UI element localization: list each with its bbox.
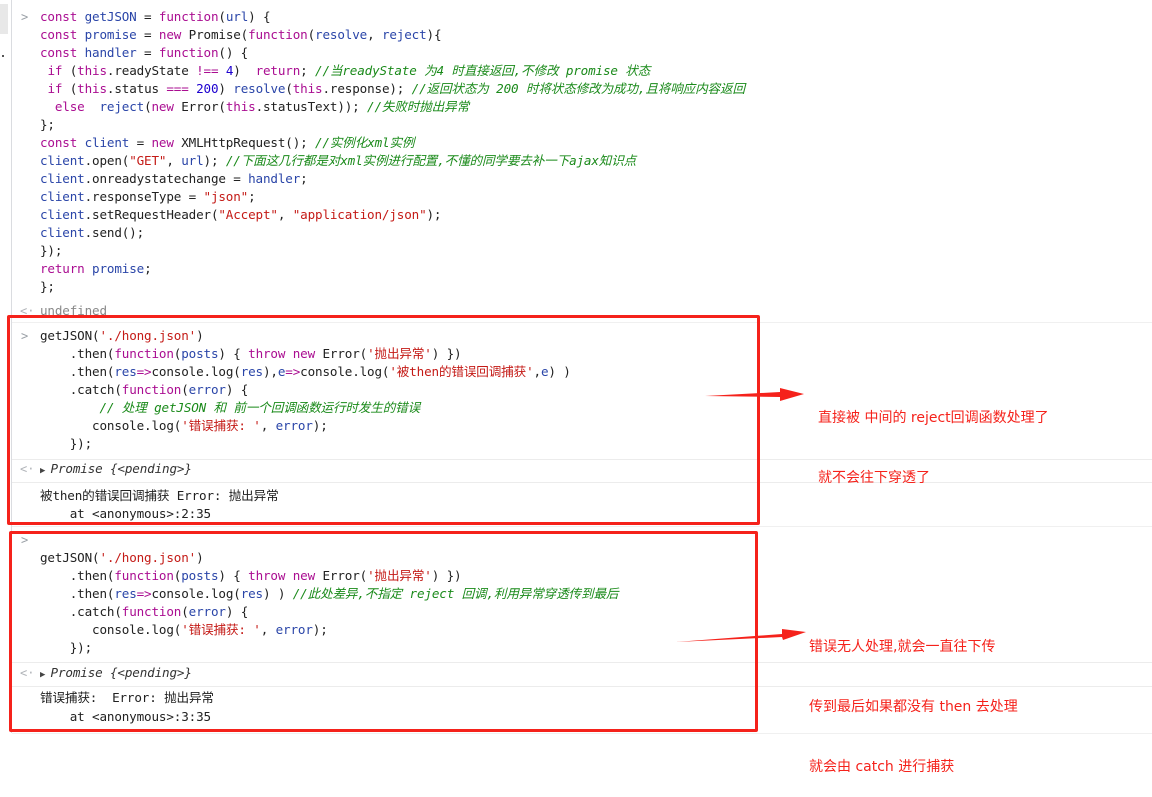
code-line: // 处理 getJSON 和 前一个回调函数运行时发生的错误 (99, 400, 421, 415)
stack-trace[interactable]: at <anonymous>:2:35 (40, 506, 211, 521)
code-line: return promise; (40, 261, 152, 276)
log-output: 被then的错误回调捕获 Error: 抛出异常 (40, 488, 279, 503)
expand-triangle-icon[interactable]: ▶ (40, 466, 51, 476)
prompt-chevron-icon: > (21, 533, 29, 547)
code-line: }); (40, 640, 93, 655)
code-line: .then(function(posts) { throw new Error(… (40, 346, 462, 361)
code-line: if (this.status === 200) resolve(this.re… (47, 81, 745, 96)
code-line: .catch(function(error) { (40, 382, 249, 397)
log-output: 错误捕获: Error: 抛出异常 (40, 690, 214, 705)
code-line: const promise = new Promise(function(res… (40, 27, 442, 42)
code-line: .then(res=>console.log(res),e=>console.l… (40, 364, 571, 379)
code-line: .catch(function(error) { (40, 604, 249, 619)
prompt-chevron-icon: > (21, 10, 29, 24)
code-line: console.log('错误捕获: ', error); (40, 418, 328, 433)
console-entry-1: > const getJSON = function(url) { const p… (12, 0, 1152, 323)
stack-trace[interactable]: at <anonymous>:3:35 (40, 709, 211, 724)
expand-triangle-icon[interactable]: ▶ (40, 670, 51, 680)
code-line: getJSON('./hong.json') (40, 328, 204, 343)
annotation-note-1: 直接被 中间的 reject回调函数处理了 就不会往下穿透了 (818, 410, 1049, 486)
devtools-console: > const getJSON = function(url) { const p… (12, 0, 1152, 734)
arrow-icon (705, 388, 804, 401)
promise-result[interactable]: ▶ Promise {<pending>} (40, 665, 192, 680)
code-line: const client = new XMLHttpRequest(); //实… (40, 135, 415, 150)
code-line: client.send(); (40, 225, 145, 240)
code-line: }; (40, 279, 55, 294)
code-line: }); (40, 436, 93, 451)
code-line: else reject(new Error(this.statusText));… (54, 99, 470, 114)
annotation-box-1 (7, 315, 760, 525)
console-entry-2: > getJSON('./hong.json') .then(function(… (12, 322, 1152, 527)
promise-result[interactable]: ▶ Promise {<pending>} (40, 461, 192, 476)
code-line: client.responseType = "json"; (40, 189, 256, 204)
gutter-dot (2, 55, 4, 57)
code-line: .then(function(posts) { throw new Error(… (40, 568, 462, 583)
arrow-icon (676, 629, 806, 642)
code-line: const handler = function() { (40, 45, 249, 60)
code-line: client.onreadystatechange = handler; (40, 171, 308, 186)
code-line: const getJSON = function(url) { (40, 9, 271, 24)
code-line: .then(res=>console.log(res) ) //此处差异,不指定… (40, 586, 619, 601)
annotation-box-2 (9, 531, 758, 732)
code-line: getJSON('./hong.json') (40, 550, 204, 565)
console-entry-3: > getJSON('./hong.json') .then(function(… (12, 527, 1152, 734)
result-value: undefined (40, 303, 107, 318)
code-line: if (this.readyState !== 4) return; //当re… (47, 63, 651, 78)
code-line: console.log('错误捕获: ', error); (40, 622, 328, 637)
prompt-chevron-icon: > (21, 329, 29, 343)
code-line: client.open("GET", url); //下面这几行都是对xml实例… (40, 153, 637, 168)
return-arrow-icon: <· (20, 304, 35, 318)
return-arrow-icon: <· (20, 462, 35, 476)
scrollbar-thumb[interactable] (0, 4, 8, 34)
annotation-note-2: 错误无人处理,就会一直往下传 传到最后如果都没有 then 去处理 就会由 ca… (809, 639, 1018, 775)
code-line: }); (40, 243, 63, 258)
code-line: }; (40, 117, 55, 132)
return-arrow-icon: <· (20, 666, 35, 680)
code-line: client.setRequestHeader("Accept", "appli… (40, 207, 442, 222)
